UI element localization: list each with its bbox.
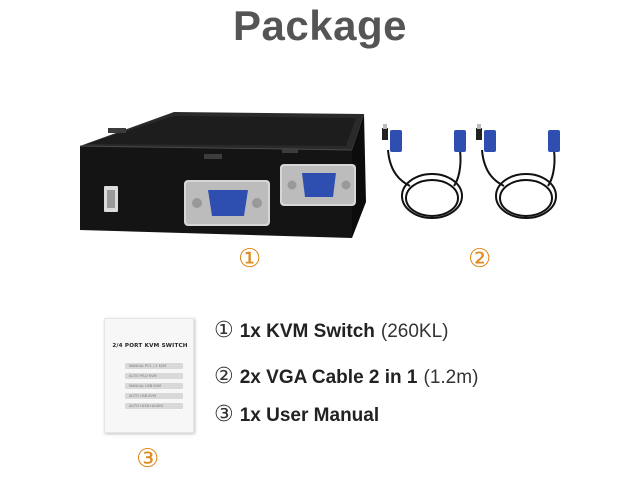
manual-cover-line: AUTO+USB+AUDIO	[125, 403, 183, 409]
package-title: Package	[233, 2, 407, 49]
marker-kvm: ①	[238, 244, 262, 274]
marker-manual: ③	[136, 444, 160, 474]
user-manual-image: 2/4 PORT KVM SWITCH MANUAL PC1 / 2 KVM A…	[104, 318, 194, 433]
vga-cables-image	[376, 124, 576, 234]
manual-cover-line: MANUAL USB KVM	[125, 383, 183, 389]
kvm-switch-image	[74, 98, 374, 268]
manual-cover-line: AUTO PS/2 KVM	[125, 373, 183, 379]
manual-cover-line: MANUAL PC1 / 2 KVM	[125, 363, 183, 369]
marker-cables: ②	[468, 244, 492, 274]
manual-cover-title: 2/4 PORT KVM SWITCH	[112, 343, 188, 349]
manual-cover-line: AUTO USB KVM	[125, 393, 183, 399]
